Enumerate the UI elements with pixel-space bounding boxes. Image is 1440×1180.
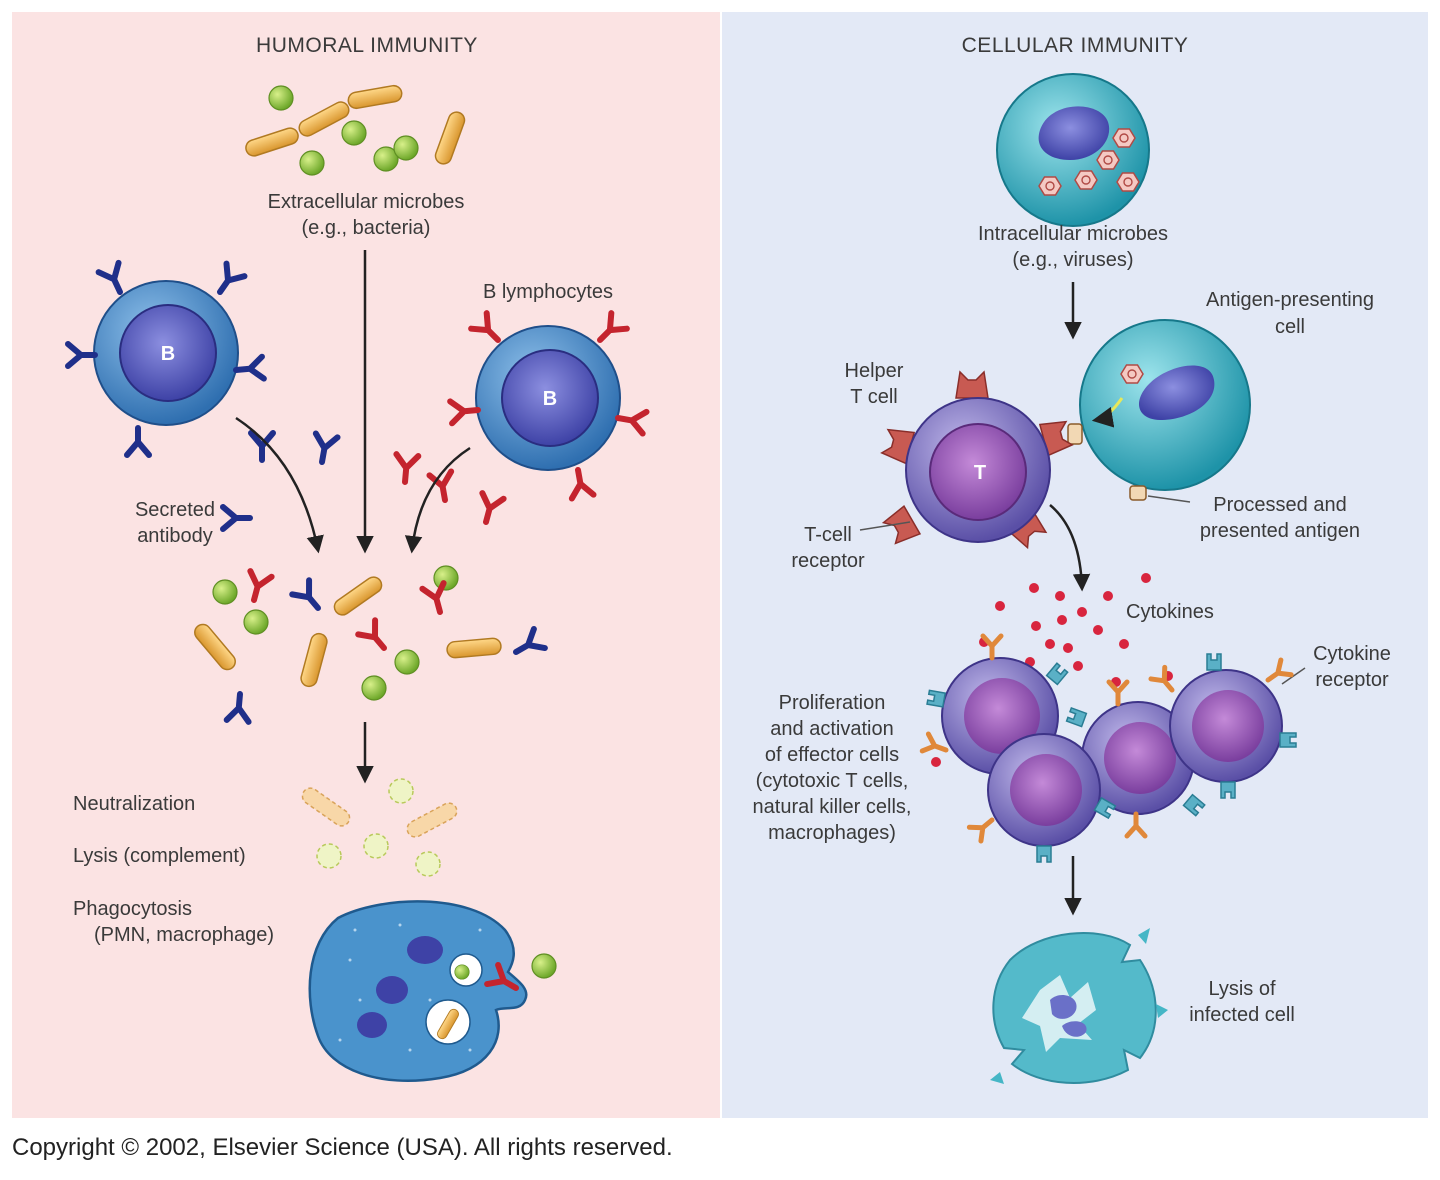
apc-sublabel: cell	[1275, 316, 1305, 338]
effector-cells	[922, 636, 1297, 863]
b-cell-left: B	[68, 263, 264, 455]
b-lymphocytes-label: B lymphocytes	[483, 281, 613, 303]
secreted-antibody-label-2: antibody	[137, 525, 213, 547]
phagocytosis-label: Phagocytosis	[73, 898, 192, 920]
svg-text:B: B	[161, 343, 175, 365]
intracellular-sublabel: (e.g., viruses)	[1012, 249, 1133, 271]
phagocytosis-sublabel: (PMN, macrophage)	[94, 924, 274, 946]
lysis-infected-label: Lysis of	[1208, 978, 1276, 1000]
proliferation-line-2: and activation	[770, 718, 893, 740]
neutralized-microbes	[301, 778, 458, 877]
neutralization-label: Neutralization	[73, 793, 195, 815]
processed-antigen-sublabel: presented antigen	[1200, 520, 1360, 542]
cellular-title: CELLULAR IMMUNITY	[962, 34, 1189, 57]
proliferation-line-3: of effector cells	[765, 744, 899, 766]
lysed-cell	[990, 928, 1168, 1084]
svg-text:T: T	[974, 462, 986, 484]
apc-label: Antigen-presenting	[1206, 289, 1374, 311]
cytokine-receptor-sublabel: receptor	[1315, 669, 1389, 691]
phagocyte	[308, 900, 557, 1082]
secreted-antibody-label: Secreted	[135, 499, 215, 521]
extracellular-sublabel: (e.g., bacteria)	[302, 217, 431, 239]
tcr-label: T-cell	[804, 524, 852, 546]
extracellular-label: Extracellular microbes	[268, 191, 465, 213]
cytokines-label: Cytokines	[1126, 601, 1214, 623]
leader-lines	[859, 495, 1306, 685]
proliferation-line-5: natural killer cells,	[753, 796, 912, 818]
lysis-infected-sublabel: infected cell	[1189, 1004, 1295, 1026]
processed-antigen-label: Processed and	[1213, 494, 1346, 516]
helper-label: Helper	[845, 360, 904, 382]
lysis-complement-label: Lysis (complement)	[73, 845, 246, 867]
humoral-title: HUMORAL IMMUNITY	[256, 34, 478, 57]
proliferation-line-1: Proliferation	[779, 692, 886, 714]
proliferation-line-4: (cytotoxic T cells,	[756, 770, 909, 792]
helper-t-cell: T	[879, 371, 1075, 551]
infected-cell	[996, 73, 1150, 227]
tcr-sublabel: receptor	[791, 550, 865, 572]
antigen-presenting-cell	[1067, 319, 1251, 501]
svg-text:B: B	[543, 388, 557, 410]
intracellular-label: Intracellular microbes	[978, 223, 1168, 245]
cellular-arrows	[1049, 282, 1091, 916]
b-cell-right: B	[450, 313, 646, 498]
copyright-notice: Copyright © 2002, Elsevier Science (USA)…	[12, 1134, 673, 1161]
cytokine-receptor-label: Cytokine	[1313, 643, 1391, 665]
proliferation-line-6: macrophages)	[768, 822, 896, 844]
humoral-arrows	[235, 250, 471, 784]
helper-sublabel: T cell	[850, 386, 897, 408]
